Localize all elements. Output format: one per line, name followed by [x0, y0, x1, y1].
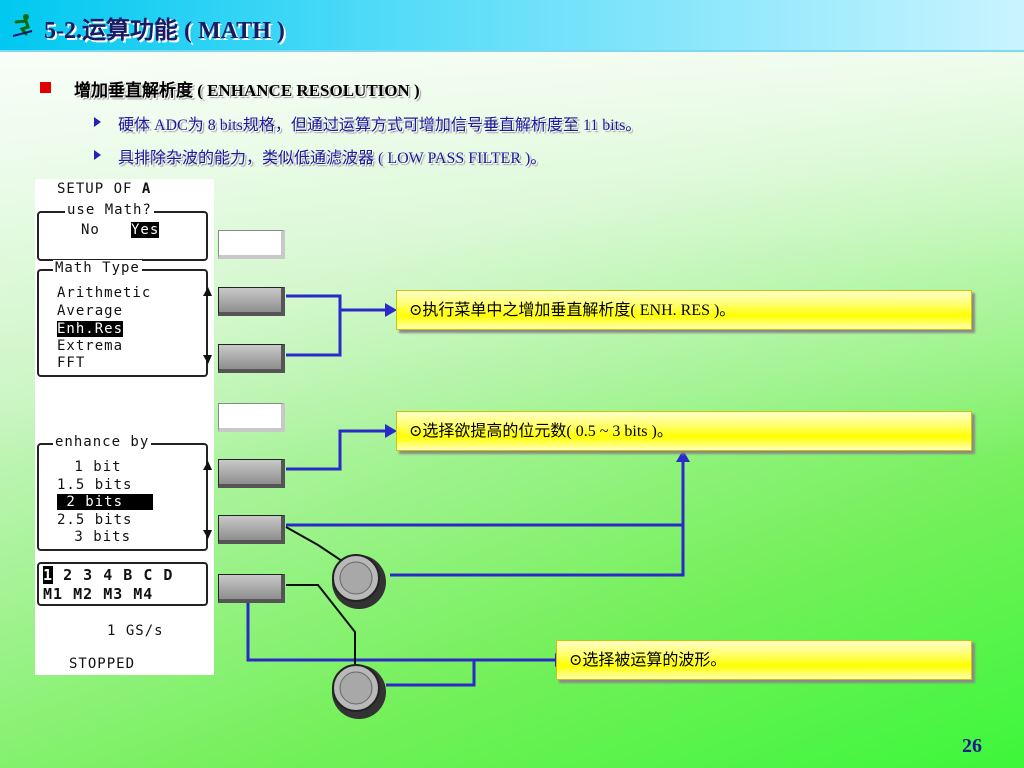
math-type-average[interactable]: Average	[57, 303, 124, 319]
softkey-4[interactable]	[218, 403, 285, 432]
source-2[interactable]: 2	[63, 566, 74, 584]
math-type-legend: Math Type	[53, 260, 142, 276]
callout-bits: ⊙选择欲提高的位元数( 0.5 ~ 3 bits )。	[396, 411, 972, 451]
arrowheads	[385, 303, 690, 667]
use-math-group: use Math? No Yes	[37, 202, 208, 261]
slide-title: 5-2.运算功能 ( MATH )	[44, 18, 285, 44]
source-m4[interactable]: M4	[133, 585, 154, 603]
rotary-knob-icon[interactable]	[332, 554, 386, 609]
source-c[interactable]: C	[143, 566, 154, 584]
page-number: 26	[962, 735, 982, 757]
enhance-by-group: enhance by 1 bit 1.5 bits 2 bits 2.5 bit…	[37, 434, 208, 551]
source-b[interactable]: B	[123, 566, 134, 584]
softkey-3[interactable]	[218, 344, 285, 373]
setup-label: SETUP OF A	[57, 181, 152, 197]
math-type-fft[interactable]: FFT	[57, 355, 86, 371]
use-math-no[interactable]: No	[81, 222, 100, 238]
source-selector[interactable]: 1 2 3 4 B C D M1 M2 M3 M4	[37, 562, 208, 606]
softkey-5[interactable]	[218, 459, 285, 488]
source-m1[interactable]: M1	[43, 585, 64, 603]
title-bar: 5-2.运算功能 ( MATH )	[0, 0, 1024, 52]
use-math-legend: use Math?	[65, 202, 154, 218]
math-type-extrema[interactable]: Extrema	[57, 338, 124, 354]
softkey-1[interactable]	[218, 230, 285, 259]
sub-bullet-arrow-icon	[94, 117, 101, 127]
skier-icon	[12, 14, 33, 37]
source-1[interactable]: 1	[43, 566, 54, 584]
source-4[interactable]: 4	[103, 566, 114, 584]
softkey-7[interactable]	[218, 574, 285, 603]
math-type-group: Math Type Arithmetic Average Enh.Res Ext…	[37, 260, 208, 377]
rotary-knob-icon[interactable]	[332, 664, 386, 719]
source-3[interactable]: 3	[83, 566, 94, 584]
enhance-2-bits[interactable]: 2 bits	[57, 494, 153, 510]
sub-item-lowpass: 具排除杂波的能力，类似低通滤波器 ( LOW PASS FILTER )。	[118, 150, 547, 167]
blue-connector-lines	[246, 294, 685, 687]
enhance-1-5-bits[interactable]: 1.5 bits	[57, 477, 133, 493]
softkey-2[interactable]	[218, 287, 285, 316]
source-m3[interactable]: M3	[103, 585, 124, 603]
enhance-1-bit[interactable]: 1 bit	[65, 459, 122, 475]
bullet-heading: 增加垂直解析度 ( ENHANCE RESOLUTION )	[74, 81, 420, 100]
sample-rate: 1 GS/s	[107, 623, 164, 639]
sub-bullet-arrow-icon	[94, 150, 101, 160]
math-type-arithmetic[interactable]: Arithmetic	[57, 285, 152, 301]
sub-item-adc: 硬体 ADC为 8 bits规格，但通过运算方式可增加信号垂直解析度至 11 b…	[118, 117, 642, 134]
callout-waveform: ⊙选择被运算的波形。	[556, 640, 972, 680]
use-math-yes[interactable]: Yes	[131, 222, 160, 238]
enhance-by-legend: enhance by	[53, 434, 152, 450]
enhance-2-5-bits[interactable]: 2.5 bits	[57, 512, 133, 528]
source-d[interactable]: D	[163, 566, 174, 584]
bullet-square-icon	[40, 82, 51, 93]
softkey-6[interactable]	[218, 515, 285, 544]
scroll-markers	[203, 287, 212, 539]
knob-links	[285, 526, 356, 665]
math-type-enh-res[interactable]: Enh.Res	[57, 321, 124, 337]
acquisition-status: STOPPED	[69, 656, 136, 672]
source-m2[interactable]: M2	[73, 585, 94, 603]
enhance-3-bits[interactable]: 3 bits	[65, 529, 132, 545]
callout-enh-res: ⊙执行菜单中之增加垂直解析度( ENH. RES )。	[396, 290, 972, 330]
scope-menu-screen: SETUP OF A use Math? No Yes Math Type Ar…	[35, 179, 214, 675]
